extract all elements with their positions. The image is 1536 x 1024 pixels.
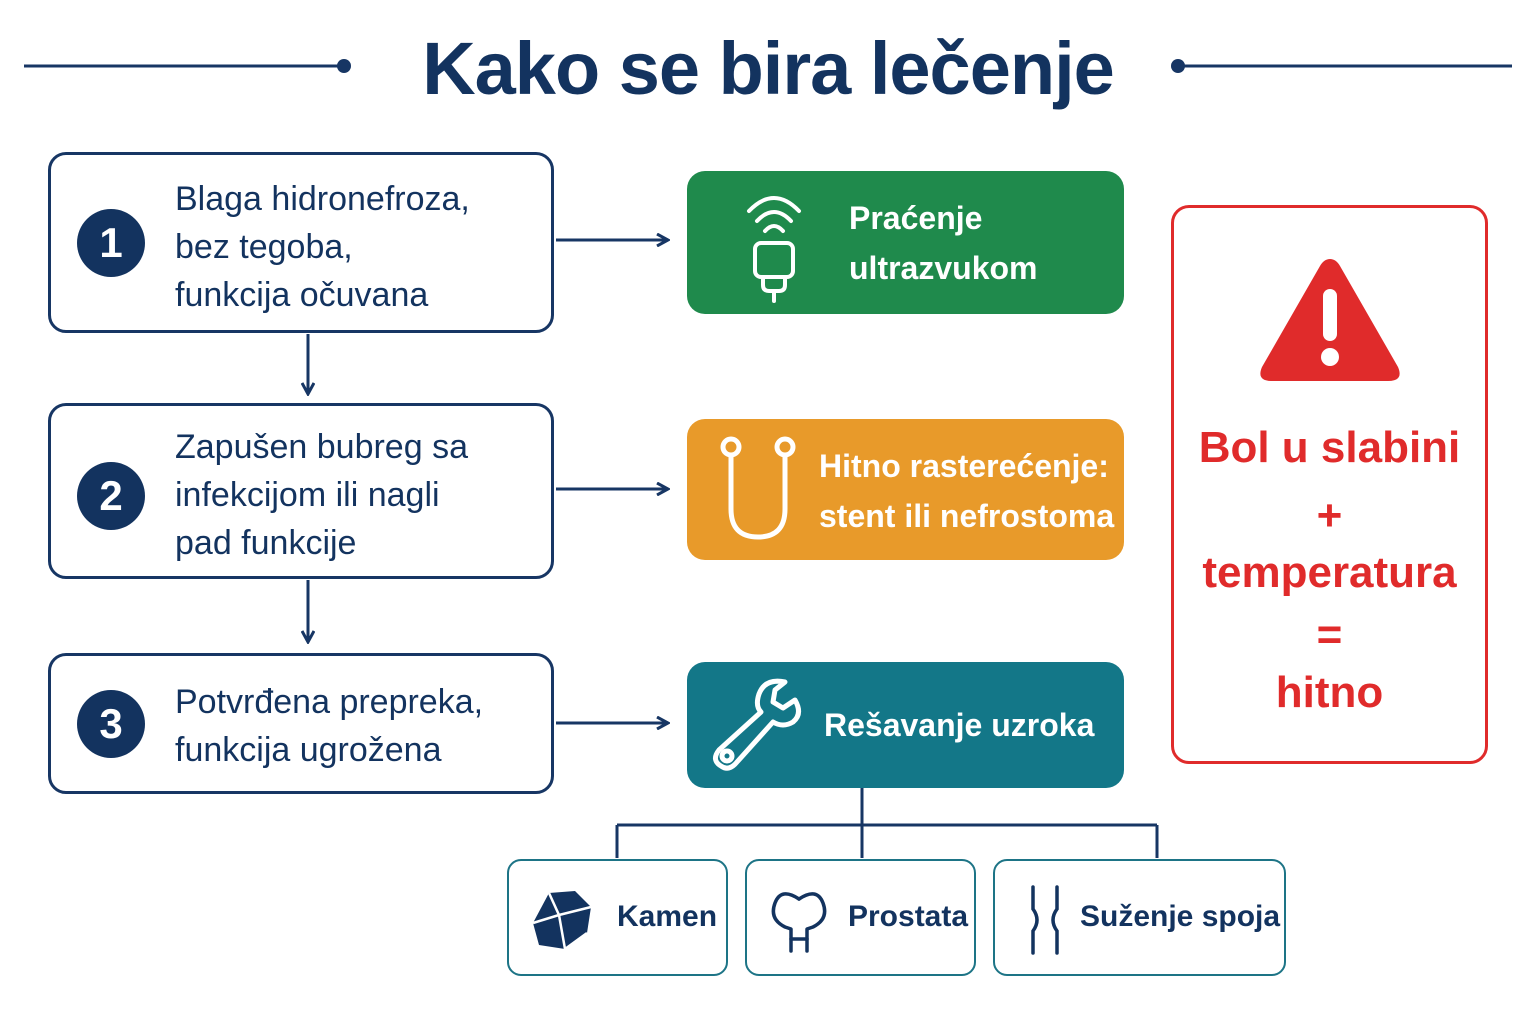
warning-triangle-icon xyxy=(1260,259,1400,381)
alert-line-4: = xyxy=(1316,610,1343,659)
step-1-box: 1 Blaga hidronefroza, bez tegoba, funkci… xyxy=(48,152,554,333)
action-2-line-1: Hitno rasterećenje: xyxy=(819,448,1109,484)
cause-tree-lines xyxy=(615,788,1159,858)
cause-3-label: Suženje spoja xyxy=(1080,900,1281,933)
ultrasound-probe-icon xyxy=(747,196,801,303)
alert-line-1: Bol u slabini xyxy=(1198,423,1461,472)
step-1-line-2: bez tegoba, xyxy=(175,228,353,266)
action-1-line-2: ultrazvukom xyxy=(849,250,1038,286)
cause-1-label: Kamen xyxy=(617,900,718,933)
step-2-box: 2 Zapušen bubreg sa infekcijom ili nagli… xyxy=(48,403,554,579)
action-3-line-1: Rešavanje uzroka xyxy=(824,707,1095,743)
step-2-line-1: Zapušen bubreg sa xyxy=(175,428,468,466)
step-3-line-2: funkcija ugrožena xyxy=(175,731,442,769)
prostate-icon xyxy=(771,892,827,953)
action-resolve-cause: Rešavanje uzroka xyxy=(687,662,1124,788)
step-1-line-1: Blaga hidronefroza, xyxy=(175,180,470,218)
cause-junction-narrowing: Suženje spoja xyxy=(993,859,1286,976)
alert-line-5: hitno xyxy=(1275,668,1384,717)
alert-line-2: + xyxy=(1316,491,1343,540)
action-urgent-drainage: Hitno rasterećenje: stent ili nefrostoma xyxy=(687,419,1124,560)
action-1-line-1: Praćenje xyxy=(849,200,983,236)
narrowing-icon xyxy=(1031,885,1059,955)
cause-stone: Kamen xyxy=(507,859,728,976)
action-ultrasound: Praćenje ultrazvukom xyxy=(687,171,1124,314)
stent-icon xyxy=(720,436,796,540)
step-3-box: 3 Potvrđena prepreka, funkcija ugrožena xyxy=(48,653,554,794)
step-1-line-3: funkcija očuvana xyxy=(175,276,429,314)
action-2-line-2: stent ili nefrostoma xyxy=(819,498,1115,534)
urgent-alert-panel: Bol u slabini + temperatura = hitno xyxy=(1171,205,1488,764)
stone-icon xyxy=(532,891,592,951)
step-3-line-1: Potvrđena prepreka, xyxy=(175,683,484,721)
cause-prostate: Prostata xyxy=(745,859,976,976)
step-2-line-3: pad funkcije xyxy=(175,524,357,562)
page-title: Kako se bira lečenje xyxy=(422,27,1115,110)
wrench-icon xyxy=(713,678,801,771)
cause-2-label: Prostata xyxy=(848,900,969,933)
step-1-number: 1 xyxy=(77,209,145,277)
step-3-number: 3 xyxy=(77,690,145,758)
step-2-line-2: infekcijom ili nagli xyxy=(175,476,440,514)
step-2-number: 2 xyxy=(77,462,145,530)
alert-line-3: temperatura xyxy=(1202,548,1457,597)
